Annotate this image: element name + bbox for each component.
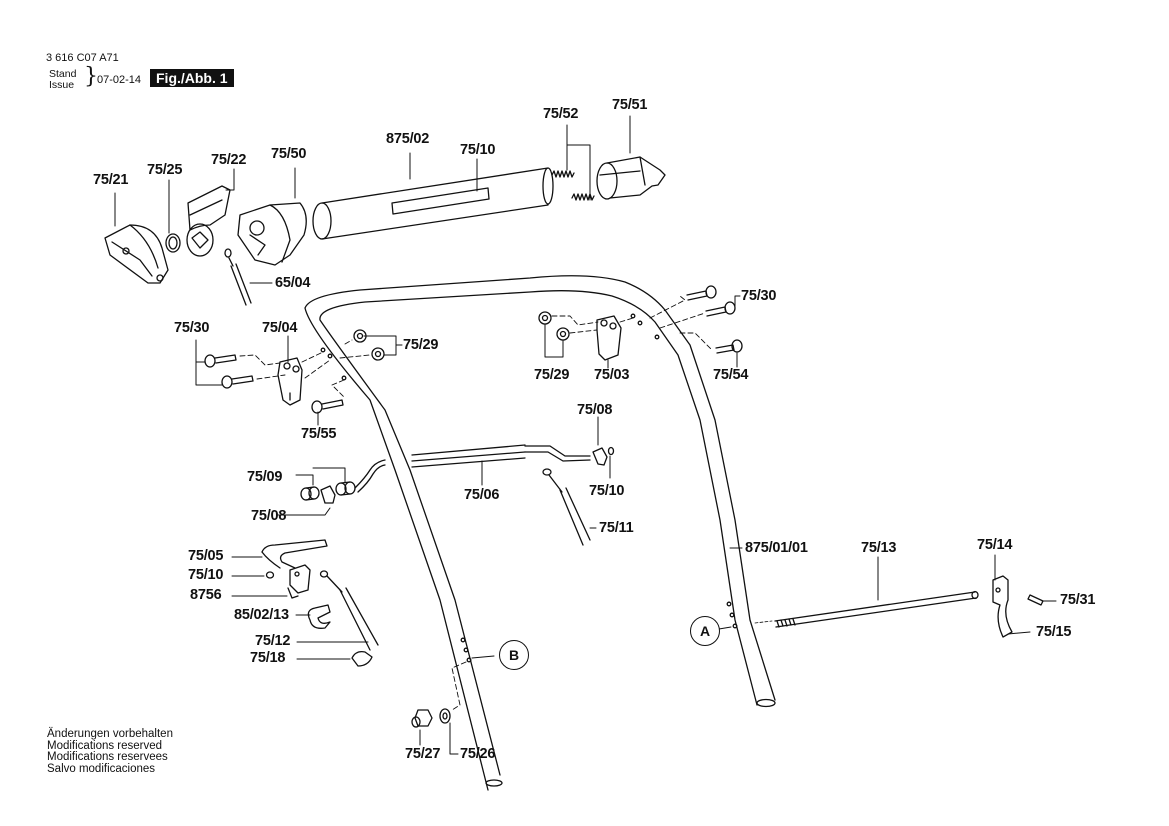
- callout-875-01-01: 875/01/01: [745, 540, 808, 556]
- reference-marker-b: B: [499, 640, 529, 670]
- callout-75-18: 75/18: [250, 650, 286, 666]
- modification-notes: Änderungen vorbehalten Modifications res…: [47, 728, 173, 775]
- part-75-30-screws-left: [204, 354, 254, 389]
- reference-marker-a: A: [690, 616, 720, 646]
- callout-75-26: 75/26: [460, 746, 496, 762]
- assembly-lines-bottom: [451, 661, 467, 711]
- part-75-12-cable: [319, 570, 379, 651]
- callout-75-54: 75/54: [713, 367, 749, 383]
- callout-75-29-left: 75/29: [403, 337, 439, 353]
- callout-75-51: 75/51: [612, 97, 648, 113]
- handlebar-frame: [304, 275, 776, 791]
- part-75-05-lever: [261, 539, 328, 569]
- callout-85-02-13: 85/02/13: [234, 607, 289, 623]
- part-75-51-cap: [596, 156, 666, 200]
- callout-75-12: 75/12: [255, 633, 291, 649]
- callout-75-31: 75/31: [1060, 592, 1096, 608]
- part-75-09-and-75-08-left: [300, 481, 356, 504]
- part-75-03-bracket: [596, 315, 622, 361]
- callout-75-08-left: 75/08: [251, 508, 287, 524]
- callout-75-13: 75/13: [861, 540, 897, 556]
- callout-75-55: 75/55: [301, 426, 337, 442]
- part-75-26-washer: [439, 708, 451, 724]
- part-75-21-end-cap: [104, 224, 169, 284]
- issue-label: Issue: [49, 79, 75, 91]
- part-75-14-15-lever: [992, 575, 1013, 638]
- part-75-13-rod: [754, 590, 979, 628]
- figure-label: Fig./Abb. 1: [150, 69, 234, 87]
- callout-75-10-right: 75/10: [589, 483, 625, 499]
- part-75-22-grip-piece: [186, 185, 231, 257]
- issue-date: 07-02-14: [97, 74, 142, 86]
- callout-75-29-right: 75/29: [534, 367, 570, 383]
- leader-lines: [114, 115, 1057, 755]
- callout-75-22: 75/22: [211, 152, 247, 168]
- note-de: Änderungen vorbehalten: [47, 728, 173, 740]
- callout-875-02: 875/02: [386, 131, 430, 147]
- callout-75-50: 75/50: [271, 146, 307, 162]
- callout-65-04: 65/04: [275, 275, 311, 291]
- part-75-18-clip: [351, 650, 373, 667]
- part-75-31-pin: [1027, 594, 1044, 606]
- part-65-04-cable: [224, 248, 252, 306]
- part-875-02-tube: [312, 167, 554, 240]
- callout-75-30-right: 75/30: [741, 288, 777, 304]
- part-8756-clamp: [287, 564, 311, 599]
- part-75-54-screw: [715, 339, 743, 354]
- callout-75-14: 75/14: [977, 537, 1013, 553]
- part-75-52-springs: [551, 170, 595, 201]
- callout-75-10-tube: 75/10: [460, 142, 496, 158]
- part-75-11-cable: [542, 468, 591, 546]
- callout-75-25: 75/25: [147, 162, 183, 178]
- callout-75-10-lever: 75/10: [188, 567, 224, 583]
- part-75-06-control-rod: [354, 444, 591, 493]
- part-85-02-13-hook: [307, 604, 331, 629]
- stand-issue-label: Stand Issue: [49, 69, 76, 91]
- callout-75-08-right: 75/08: [577, 402, 613, 418]
- assembly-lines-left: [239, 339, 371, 399]
- part-75-30-screws-right: [686, 285, 736, 317]
- note-fr: Modifications reservees: [47, 751, 168, 763]
- callout-75-03: 75/03: [594, 367, 630, 383]
- callout-75-27: 75/27: [405, 746, 441, 762]
- document-number: 3 616 C07 A71: [46, 52, 119, 64]
- part-75-08-clip-right: [592, 446, 615, 466]
- callout-75-05: 75/05: [188, 548, 224, 564]
- part-75-27-nut: [411, 709, 433, 728]
- part-75-10-pin: [265, 571, 275, 579]
- callout-75-06: 75/06: [464, 487, 500, 503]
- callout-8756: 8756: [190, 587, 222, 603]
- part-75-55-screw: [311, 399, 344, 414]
- callout-75-15: 75/15: [1036, 624, 1072, 640]
- callout-75-52: 75/52: [543, 106, 579, 122]
- part-75-04-bracket: [277, 357, 303, 406]
- part-75-50-housing: [237, 202, 307, 266]
- stand-label: Stand: [49, 68, 77, 80]
- note-en: Modifications reserved: [47, 739, 163, 752]
- assembly-lines-right: [551, 295, 713, 351]
- callout-75-21: 75/21: [93, 172, 129, 188]
- callout-75-11: 75/11: [599, 520, 634, 536]
- brace-icon: }: [84, 64, 98, 89]
- callout-75-04: 75/04: [262, 320, 298, 336]
- note-es: Salvo modificaciones: [47, 762, 156, 775]
- callout-75-09: 75/09: [247, 469, 283, 485]
- part-75-25-ring: [165, 233, 181, 253]
- callout-75-30-left: 75/30: [174, 320, 210, 336]
